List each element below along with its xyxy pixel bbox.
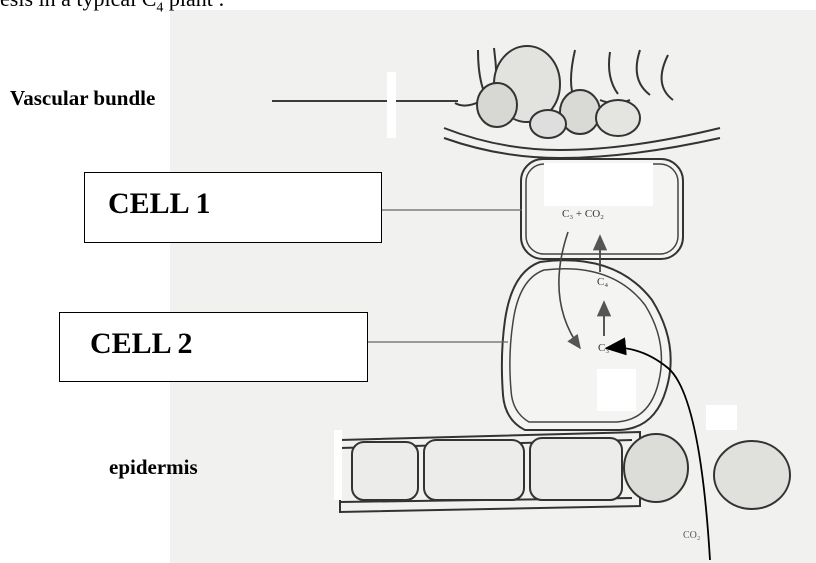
edge-blank-box (706, 405, 737, 430)
cell2-label: CELL 2 (90, 327, 193, 361)
cell2-outline (502, 260, 671, 430)
cell1-blank-box (544, 163, 653, 206)
cell1-label-box: CELL 1 (84, 172, 382, 243)
epidermis-label: epidermis (109, 455, 198, 480)
vascular-bundle-cells (444, 46, 720, 158)
c3-text: C₃ (598, 342, 609, 354)
epidermis-label-cover (334, 430, 342, 500)
vascular-bundle-label: Vascular bundle (10, 86, 155, 111)
co2-text: CO₂ (683, 530, 700, 541)
cell1-label: CELL 1 (108, 187, 211, 221)
cell1-reaction-text: C₃ + CO₂ (562, 208, 604, 220)
epidermis-cells (340, 432, 790, 512)
cell2-blank-box (597, 369, 636, 411)
vascular-label-cover (387, 72, 396, 138)
cell2-label-box: CELL 2 (59, 312, 368, 382)
c4-text: C₄ (597, 276, 608, 288)
